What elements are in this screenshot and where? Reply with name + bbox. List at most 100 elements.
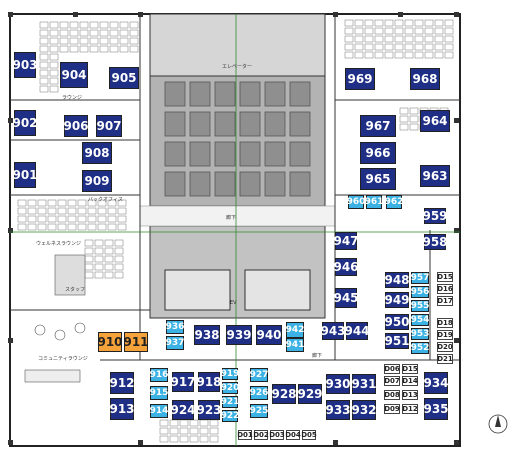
room-955[interactable]: 955 <box>410 300 430 312</box>
room-920[interactable]: 920 <box>220 382 240 394</box>
room-907[interactable]: 907 <box>96 115 122 137</box>
room-948[interactable]: 948 <box>384 272 410 288</box>
room-960[interactable]: 960 <box>347 195 365 209</box>
room-949[interactable]: 949 <box>384 292 410 308</box>
room-929[interactable]: 929 <box>297 384 323 404</box>
room-954[interactable]: 954 <box>410 314 430 326</box>
room-D19[interactable]: D19 <box>437 330 453 340</box>
room-923[interactable]: 923 <box>196 400 222 420</box>
room-964[interactable]: 964 <box>420 110 450 132</box>
room-918[interactable]: 918 <box>196 372 222 392</box>
room-922[interactable]: 922 <box>220 410 240 422</box>
room-931[interactable]: 931 <box>351 374 377 394</box>
room-965[interactable]: 965 <box>360 168 396 190</box>
room-919[interactable]: 919 <box>220 368 240 380</box>
room-924[interactable]: 924 <box>170 400 196 420</box>
room-902[interactable]: 902 <box>12 110 38 136</box>
room-934[interactable]: 934 <box>423 372 449 394</box>
room-D15[interactable]: D15 <box>437 272 453 282</box>
room-D15[interactable]: D15 <box>402 364 418 374</box>
room-D07[interactable]: D07 <box>384 376 400 386</box>
room-957[interactable]: 957 <box>410 272 430 284</box>
room-916[interactable]: 916 <box>150 368 168 382</box>
desk <box>109 37 119 45</box>
room-D17[interactable]: D17 <box>437 296 453 306</box>
room-901[interactable]: 901 <box>12 162 38 188</box>
room-938[interactable]: 938 <box>194 325 220 345</box>
room-915[interactable]: 915 <box>150 386 168 400</box>
room-D14[interactable]: D14 <box>402 376 418 386</box>
room-D13[interactable]: D13 <box>402 390 418 400</box>
room-D16[interactable]: D16 <box>437 284 453 294</box>
room-D02[interactable]: D02 <box>253 430 269 440</box>
room-959[interactable]: 959 <box>422 208 448 224</box>
room-941[interactable]: 941 <box>286 338 304 352</box>
room-911[interactable]: 911 <box>123 332 149 352</box>
room-909[interactable]: 909 <box>82 170 112 192</box>
desk <box>354 35 364 43</box>
room-946[interactable]: 946 <box>333 258 359 276</box>
room-913[interactable]: 913 <box>109 398 135 420</box>
room-906[interactable]: 906 <box>63 115 89 137</box>
room-932[interactable]: 932 <box>351 400 377 420</box>
room-903[interactable]: 903 <box>12 52 38 78</box>
room-968[interactable]: 968 <box>410 68 440 90</box>
room-958[interactable]: 958 <box>422 234 448 250</box>
room-917[interactable]: 917 <box>170 372 196 392</box>
room-952[interactable]: 952 <box>410 342 430 354</box>
room-D04[interactable]: D04 <box>285 430 301 440</box>
room-956[interactable]: 956 <box>410 286 430 298</box>
desk <box>79 37 89 45</box>
room-926[interactable]: 926 <box>250 386 268 400</box>
room-963[interactable]: 963 <box>420 165 450 187</box>
room-D09[interactable]: D09 <box>384 404 400 414</box>
room-D20[interactable]: D20 <box>437 342 453 352</box>
room-953[interactable]: 953 <box>410 328 430 340</box>
desk <box>57 223 67 231</box>
room-966[interactable]: 966 <box>360 142 396 164</box>
room-969[interactable]: 969 <box>345 68 375 90</box>
room-D12[interactable]: D12 <box>402 404 418 414</box>
room-D05[interactable]: D05 <box>301 430 317 440</box>
room-D01[interactable]: D01 <box>237 430 253 440</box>
room-935[interactable]: 935 <box>423 398 449 420</box>
room-905[interactable]: 905 <box>109 67 139 89</box>
room-944[interactable]: 944 <box>344 322 370 340</box>
room-962[interactable]: 962 <box>385 195 403 209</box>
room-940[interactable]: 940 <box>256 325 282 345</box>
room-D03[interactable]: D03 <box>269 430 285 440</box>
room-914[interactable]: 914 <box>150 404 168 418</box>
room-D18[interactable]: D18 <box>437 318 453 328</box>
room-961[interactable]: 961 <box>365 195 383 209</box>
room-912[interactable]: 912 <box>109 372 135 394</box>
room-D06[interactable]: D06 <box>384 364 400 374</box>
room-939[interactable]: 939 <box>226 325 252 345</box>
room-950[interactable]: 950 <box>384 314 410 330</box>
room-936[interactable]: 936 <box>166 320 184 334</box>
room-908[interactable]: 908 <box>82 142 112 164</box>
room-904[interactable]: 904 <box>60 62 88 88</box>
room-927[interactable]: 927 <box>250 368 268 382</box>
desk <box>109 29 119 37</box>
room-942[interactable]: 942 <box>286 322 304 338</box>
room-967[interactable]: 967 <box>360 115 396 137</box>
room-943[interactable]: 943 <box>320 322 346 340</box>
room-D08[interactable]: D08 <box>384 390 400 400</box>
room-945[interactable]: 945 <box>333 288 359 308</box>
room-921[interactable]: 921 <box>220 396 240 408</box>
room-933[interactable]: 933 <box>325 400 351 420</box>
desk <box>414 19 424 27</box>
room-925[interactable]: 925 <box>250 404 268 418</box>
room-928[interactable]: 928 <box>271 384 297 404</box>
room-951[interactable]: 951 <box>384 333 410 349</box>
desk <box>77 207 87 215</box>
room-D21[interactable]: D21 <box>437 354 453 364</box>
desk <box>104 247 114 255</box>
room-930[interactable]: 930 <box>325 374 351 394</box>
room-947[interactable]: 947 <box>333 232 359 250</box>
desk <box>364 43 374 51</box>
room-910[interactable]: 910 <box>97 332 123 352</box>
desk <box>87 223 97 231</box>
room-937[interactable]: 937 <box>166 336 184 350</box>
